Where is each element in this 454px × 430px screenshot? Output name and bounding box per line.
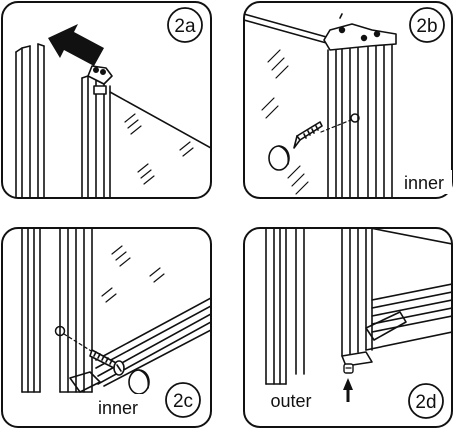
bottom-rail [95, 297, 211, 387]
step-badge-2b: 2b [409, 7, 445, 43]
glass-reflection-marks [124, 113, 194, 185]
bottom-rail [365, 283, 452, 351]
wall-profile-left [15, 43, 45, 198]
step-label-2a: 2a [174, 16, 196, 37]
direction-arrow [48, 24, 104, 66]
glass-reflection-marks [101, 245, 165, 303]
step-label-2c: 2c [173, 391, 193, 412]
cover-cap [268, 145, 290, 171]
caption-2b: inner [404, 173, 444, 193]
hinge-cap [323, 13, 397, 51]
panel-2a: 2a [1, 1, 212, 199]
step-badge-2a: 2a [167, 7, 203, 43]
up-arrow [343, 378, 353, 402]
hinge-cap [87, 65, 113, 85]
screw [89, 349, 125, 376]
cover-cap [128, 369, 150, 395]
caption-2d: outer [270, 391, 311, 411]
step-label-2b: 2b [416, 16, 437, 37]
panel-2d: outer 2d [243, 227, 453, 428]
step-label-2d: 2d [415, 392, 436, 413]
caption-2c: inner [98, 398, 138, 418]
screw-hole [350, 113, 360, 123]
wall-profile [21, 228, 93, 393]
wall-profile [265, 228, 373, 385]
insert-plug [343, 363, 354, 374]
screw [293, 121, 323, 149]
glass-reflection-marks [261, 49, 309, 195]
panel-2c: inner 2c [1, 227, 212, 428]
step-badge-2d: 2d [408, 383, 444, 419]
step-badge-2c: 2c [165, 382, 201, 418]
panel-2b: 2b inner [243, 1, 453, 199]
screw-hole [54, 325, 66, 337]
